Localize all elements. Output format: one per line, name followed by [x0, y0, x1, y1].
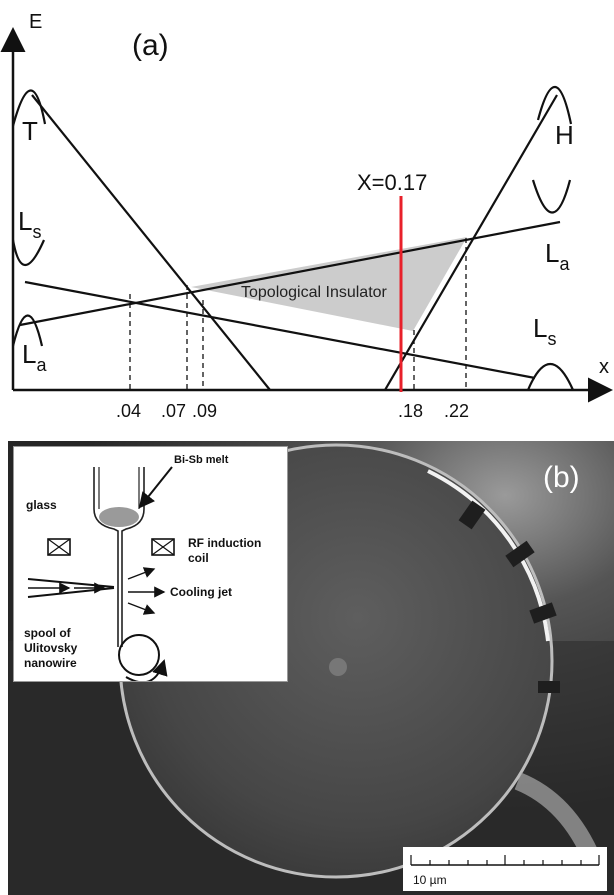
h-band-maximum [536, 86, 573, 125]
composition-marker-label: X=0.17 [357, 170, 427, 195]
spool-label-line2: Ulitovsky [24, 641, 78, 655]
t-band-line [31, 94, 271, 391]
ls-band-line [24, 280, 536, 380]
spool-icon [118, 634, 160, 676]
scale-bar: 10 µm [403, 847, 607, 891]
coil-left [47, 538, 71, 556]
ls-right-band-maximum [526, 362, 575, 391]
tick-label-22: .22 [444, 401, 469, 421]
h-band-label: H [555, 120, 574, 150]
la-right-label: La [545, 238, 570, 274]
tick-label-07: .07 [161, 401, 186, 421]
ls-left-label: Ls [18, 206, 41, 242]
melt-pointer [138, 466, 173, 509]
tick-label-18: .18 [398, 401, 423, 421]
scale-bar-ruler: 10 µm [410, 855, 600, 887]
tick-label-09: .09 [192, 401, 217, 421]
glass-label: glass [26, 498, 57, 512]
x-axis-label: x [599, 356, 609, 378]
la-right-band-minimum [531, 179, 572, 214]
energy-axis-label: E [29, 11, 42, 33]
la-left-label: La [22, 339, 47, 375]
spool-label-line3: nanowire [24, 656, 77, 670]
tick-label-04: .04 [116, 401, 141, 421]
topological-insulator-label: Topological Insulator [241, 284, 388, 301]
panel-b-label: (b) [543, 461, 580, 494]
jet-arrow-upper [127, 567, 156, 580]
la-band-line [19, 220, 561, 327]
ls-right-label: Ls [533, 313, 556, 349]
t-band-maximum [11, 89, 47, 127]
cooling-jet-label: Cooling jet [170, 585, 232, 599]
t-band-label: T [22, 116, 38, 146]
melt-label: Bi-Sb melt [174, 454, 229, 466]
band-diagram: E x (a) T H Ls La La Ls X=0.17 Topologic… [0, 11, 613, 421]
melt-blob [99, 507, 139, 527]
spool-label-line1: spool of [24, 626, 72, 640]
fabrication-inset: Bi-Sb melt glass RF induction coil Cooli… [13, 446, 288, 684]
panel-a-label: (a) [132, 29, 169, 62]
coil-right [151, 538, 175, 556]
h-band-line [384, 94, 558, 391]
core-spot [329, 658, 347, 676]
ls-left-band-minimum [11, 239, 46, 266]
la-left-band-maximum [11, 314, 44, 347]
topological-insulator-region [191, 237, 467, 331]
micrograph-panel: Bi-Sb melt glass RF induction coil Cooli… [8, 441, 614, 895]
coil-label-line2: coil [188, 551, 209, 565]
jet-arrow-lower [127, 602, 156, 615]
coil-label-line1: RF induction [188, 536, 261, 550]
fabrication-schematic: Bi-Sb melt glass RF induction coil Cooli… [24, 454, 261, 684]
scale-bar-label: 10 µm [413, 873, 447, 887]
glass-tube [93, 467, 145, 647]
spool-rotation-arrow [125, 659, 168, 684]
